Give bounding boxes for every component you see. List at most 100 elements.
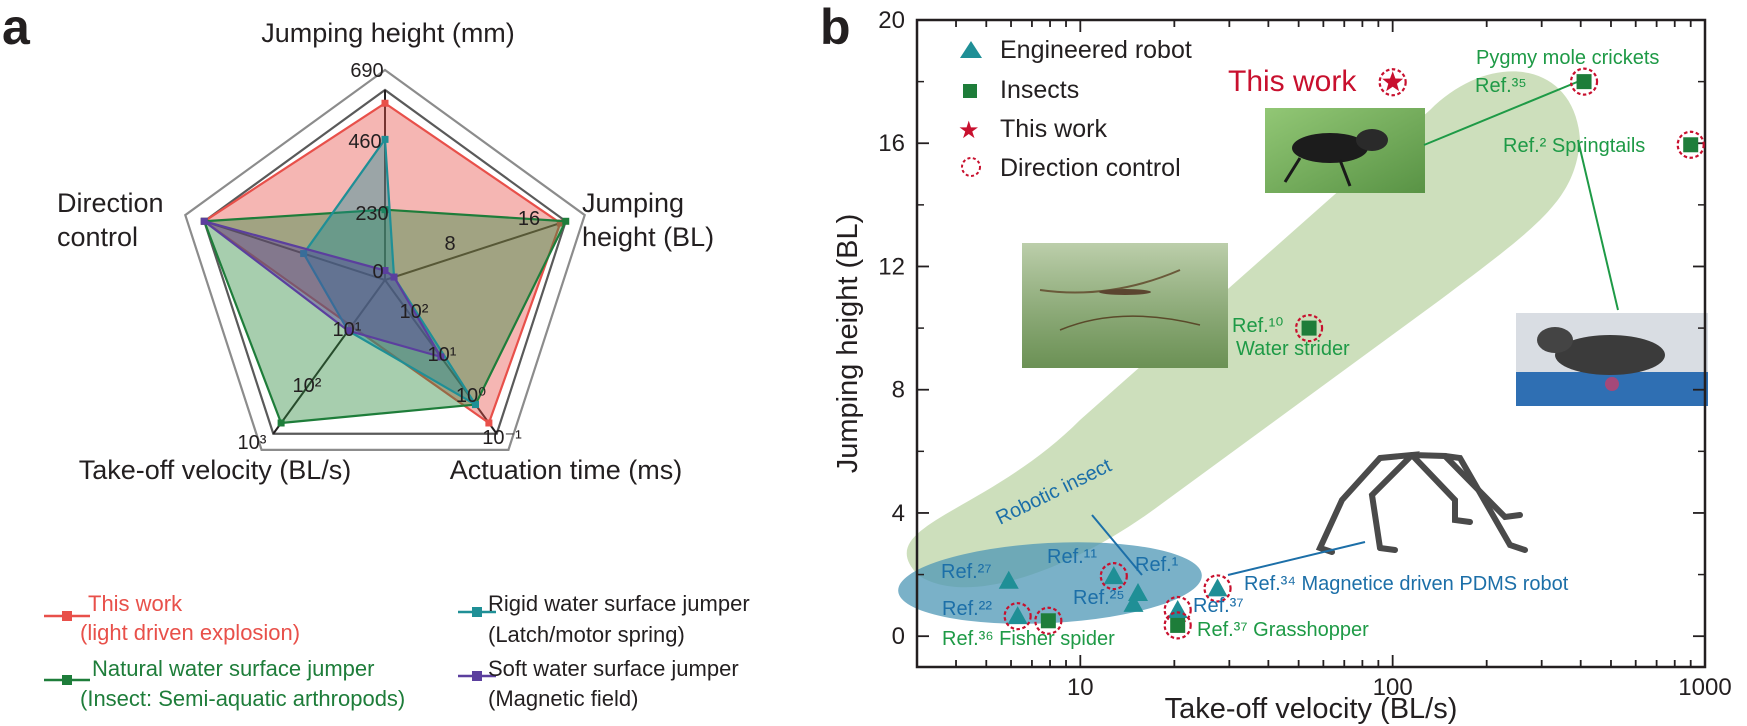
radar-vertex-marker [381, 99, 389, 107]
x-axis-label: Take-off velocity (BL/s) [1165, 693, 1458, 725]
point-triangle [1207, 578, 1228, 597]
radar-tick-label: 10¹ [428, 344, 457, 366]
radar-tick-label: 10² [400, 301, 429, 323]
legend-marker-star: ★ [958, 117, 980, 144]
annotation-ref34: Ref.³⁴ Magnetice driven PDMS robot [1244, 573, 1569, 595]
legend-marker [472, 607, 482, 617]
radar-series-polygon [203, 102, 562, 425]
point-triangle [1103, 566, 1124, 585]
point-triangle [1007, 606, 1028, 625]
radar-tick-label: 10⁻¹ [482, 427, 522, 449]
legend-label: Engineered robot [1000, 36, 1192, 64]
point-square [1301, 320, 1317, 336]
point-triangle [998, 570, 1019, 589]
legend-sub: (light driven explosion) [80, 620, 300, 645]
radar-tick-label: 8 [444, 233, 455, 255]
legend-entry-rigid: Rigid water surface jumper (Latch/motor … [458, 591, 750, 647]
radar-tick-label: 230 [355, 203, 388, 225]
robot-cluster [898, 542, 1202, 624]
annotation-ref25: Ref.²⁵ [1073, 587, 1125, 609]
annotation-water-strider: Water strider [1236, 338, 1350, 360]
legend-entry-direction-control: Direction control [961, 154, 1181, 182]
x-tick-label: 10 [1067, 674, 1094, 701]
direction-control-circle [1003, 602, 1032, 631]
radar-series [200, 99, 570, 427]
legend-entry-natural: Natural water surface jumper (Insect: Se… [44, 656, 405, 711]
legend-marker-triangle [960, 41, 982, 58]
radar-vertex-marker [390, 273, 398, 281]
legend-sub: (Latch/motor spring) [488, 622, 685, 647]
legend-marker [472, 671, 482, 681]
legend-label: This work [1000, 115, 1107, 143]
radar-vertex-marker [347, 322, 355, 330]
direction-control-circle [1203, 574, 1232, 603]
y-tick-label: 16 [878, 130, 905, 157]
annotation-grasshopper: Ref.³⁷ Grasshopper [1197, 619, 1369, 641]
point-triangle [1123, 593, 1144, 612]
legend-marker-square [963, 84, 977, 98]
point-square [1040, 613, 1056, 629]
connector-springtail [1577, 139, 1619, 311]
connector-robotic-insect [1091, 514, 1143, 576]
legend-marker-dashed-circle [961, 157, 981, 177]
radar-axis-label: Direction [57, 188, 164, 218]
scatter-legend: Engineered robot Insects ★ This work Dir… [958, 36, 1192, 182]
radar-ring [183, 68, 587, 451]
radar-spoke [272, 279, 386, 435]
legend-marker [62, 675, 72, 685]
y-tick-label: 8 [892, 377, 905, 404]
radar-tick-label: 0 [372, 261, 383, 283]
radar-vertex-marker [277, 419, 285, 427]
panel-label-a: a [2, 0, 31, 55]
y-tick-label: 0 [892, 623, 905, 650]
legend-entry-insects: Insects [963, 76, 1079, 104]
annotation-ref27: Ref.²⁷ [941, 561, 992, 583]
radar-vertex-marker [562, 217, 570, 225]
radar-vertex-marker [556, 219, 564, 227]
robot-connectors [1091, 514, 1366, 576]
radar-vertex-marker [471, 401, 479, 409]
legend-entry-engineered-robot: Engineered robot [960, 36, 1192, 64]
radar-legend: This work (light driven explosion) Natur… [44, 591, 750, 711]
connector-pdms [1227, 541, 1366, 576]
panel-label-b: b [820, 0, 851, 55]
radar-axis-label: Jumping [582, 188, 684, 218]
legend-label: Insects [1000, 76, 1079, 104]
pdms-robot-drawing [1315, 451, 1528, 555]
radar-vertex-marker [200, 217, 208, 225]
radar-vertex-marker [381, 266, 389, 274]
direction-control-circle [1163, 611, 1192, 640]
plot-frame [915, 18, 1707, 669]
radar-axis-label: Jumping height (mm) [261, 18, 515, 48]
radar-tick-label: 690 [350, 60, 383, 82]
radar-tick-label: 10² [293, 375, 322, 397]
radar-vertex-marker [381, 135, 389, 143]
radar-ring [202, 88, 568, 435]
annotation-springtails: Ref.² Springtails [1503, 135, 1645, 157]
radar-tick-label: 16 [518, 208, 540, 230]
legend-label: Direction control [1000, 154, 1181, 182]
legend-label: Rigid water surface jumper [488, 591, 750, 616]
y-tick-label: 20 [878, 7, 905, 34]
photo-springtail [1516, 313, 1708, 406]
x-tick-label: 100 [1373, 674, 1413, 701]
trend-band [906, 71, 1580, 588]
legend-label: Natural water surface jumper [92, 656, 374, 681]
annotation-pygmy-line1: Pygmy mole crickets [1476, 47, 1659, 69]
direction-control-circle [1099, 562, 1128, 591]
direction-control-circle [1378, 68, 1407, 97]
radar-tick-label: 460 [348, 131, 381, 153]
point-star [1382, 71, 1404, 92]
annotation-fisher-spider: Ref.³⁶ Fisher spider [942, 628, 1115, 650]
radar-vertex-marker [381, 206, 389, 214]
photo-pygmy-mole-cricket [1265, 108, 1425, 193]
y-axis-label: Jumping height (BL) [832, 214, 864, 474]
radar-spoke [384, 220, 567, 281]
annotation-ref22: Ref.²² [942, 598, 992, 620]
